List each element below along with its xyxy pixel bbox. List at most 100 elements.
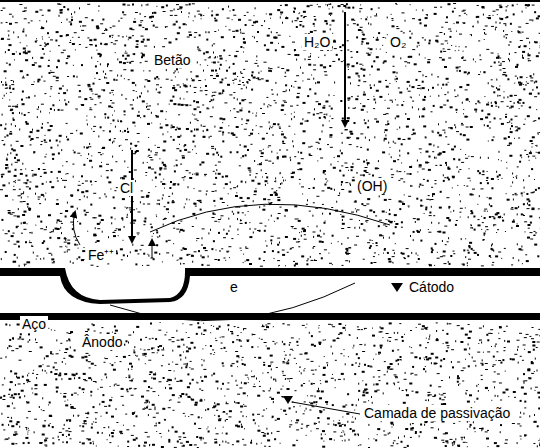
speckle-dot <box>397 159 399 160</box>
speckle-dot <box>511 119 513 121</box>
speckle-dot <box>443 48 445 49</box>
speckle-dot <box>493 91 495 93</box>
speckle-dot <box>313 65 316 66</box>
speckle-dot <box>331 207 333 208</box>
speckle-dot <box>218 30 219 31</box>
speckle-dot <box>25 50 26 52</box>
speckle-dot <box>294 50 295 51</box>
speckle-dot <box>530 232 533 233</box>
speckle-dot <box>120 130 121 132</box>
speckle-dot <box>147 90 148 92</box>
speckle-dot <box>293 87 294 88</box>
speckle-dot <box>147 80 150 82</box>
speckle-dot <box>11 84 14 85</box>
speckle-dot <box>94 78 95 79</box>
speckle-dot <box>274 100 276 101</box>
speckle-dot <box>158 78 160 79</box>
speckle-dot <box>355 73 358 75</box>
speckle-dot <box>97 61 98 62</box>
speckle-dot <box>133 21 136 23</box>
speckle-dot <box>226 60 227 61</box>
speckle-dot <box>477 170 479 172</box>
speckle-dot <box>454 124 455 126</box>
speckle-dot <box>15 182 16 183</box>
speckle-dot <box>59 88 62 90</box>
speckle-dot <box>307 5 310 7</box>
speckle-dot <box>329 127 332 128</box>
speckle-dot <box>181 250 183 251</box>
speckle-dot <box>419 148 422 149</box>
speckle-dot <box>99 79 101 80</box>
speckle-dot <box>347 40 349 41</box>
speckle-dot <box>205 31 206 33</box>
speckle-dot <box>192 226 194 227</box>
speckle-dot <box>15 180 16 181</box>
speckle-dot <box>505 231 506 232</box>
speckle-dot <box>252 113 253 114</box>
speckle-dot <box>463 134 466 136</box>
speckle-dot <box>442 255 445 256</box>
speckle-dot <box>479 102 481 103</box>
speckle-dot <box>192 149 193 150</box>
speckle-dot <box>210 136 212 137</box>
speckle-dot <box>15 106 18 108</box>
speckle-dot <box>499 5 502 6</box>
speckle-dot <box>446 164 447 166</box>
speckle-dot <box>329 13 330 15</box>
speckle-dot <box>162 162 164 164</box>
speckle-dot <box>310 53 311 54</box>
speckle-dot <box>8 35 9 37</box>
speckle-dot <box>293 238 296 240</box>
speckle-dot <box>347 120 349 122</box>
speckle-dot <box>13 81 14 83</box>
speckle-dot <box>262 113 265 114</box>
speckle-dot <box>19 129 20 131</box>
speckle-dot <box>180 98 181 100</box>
speckle-dot <box>431 111 433 112</box>
speckle-dot <box>153 25 155 27</box>
speckle-dot <box>409 31 411 32</box>
speckle-dot <box>223 237 226 238</box>
speckle-dot <box>258 133 259 134</box>
speckle-dot <box>249 135 251 136</box>
speckle-dot <box>81 30 84 31</box>
speckle-dot <box>468 216 469 218</box>
speckle-dot <box>5 195 8 197</box>
speckle-dot <box>417 218 420 220</box>
speckle-dot <box>459 169 461 170</box>
speckle-dot <box>205 85 207 87</box>
speckle-dot <box>361 32 363 33</box>
speckle-dot <box>377 37 378 39</box>
speckle-dot <box>410 173 412 175</box>
speckle-dot <box>163 219 165 220</box>
speckle-dot <box>354 202 357 203</box>
speckle-dot <box>211 70 214 72</box>
speckle-dot <box>294 265 296 267</box>
speckle-dot <box>428 229 429 230</box>
speckle-dot <box>364 38 366 39</box>
speckle-dot <box>506 193 507 194</box>
speckle-dot <box>396 26 398 27</box>
speckle-dot <box>476 111 477 113</box>
speckle-dot <box>147 123 150 125</box>
speckle-dot <box>63 6 65 8</box>
speckle-dot <box>254 63 257 64</box>
speckle-dot <box>533 73 534 75</box>
speckle-dot <box>456 31 457 32</box>
speckle-dot <box>173 72 175 73</box>
speckle-dot <box>100 154 102 155</box>
speckle-dot <box>25 169 26 170</box>
speckle-dot <box>144 221 146 223</box>
speckle-dot <box>349 191 352 193</box>
speckle-dot <box>395 78 396 80</box>
speckle-dot <box>473 216 475 218</box>
speckle-dot <box>291 113 292 114</box>
speckle-dot <box>432 132 434 133</box>
speckle-dot <box>225 78 227 79</box>
speckle-dot <box>360 147 362 148</box>
speckle-dot <box>463 249 465 251</box>
speckle-dot <box>422 87 425 89</box>
speckle-dot <box>2 184 5 186</box>
speckle-dot <box>19 189 21 190</box>
speckle-dot <box>272 94 274 95</box>
